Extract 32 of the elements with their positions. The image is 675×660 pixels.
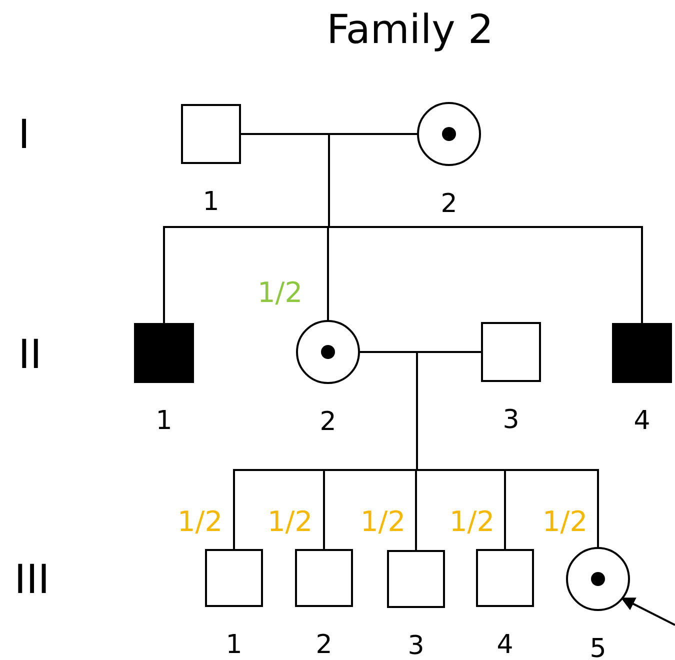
male-symbol: [387, 550, 445, 608]
probability-label: 1/2: [360, 508, 406, 536]
generation-label: I: [18, 115, 30, 155]
individual-number: 1: [156, 408, 172, 434]
individual-number: 2: [316, 632, 332, 658]
individual-number: 4: [634, 408, 650, 434]
individual-number: 4: [496, 632, 514, 658]
male-symbol: [181, 104, 241, 164]
generation-label: II: [18, 335, 42, 375]
individual-number: 2: [440, 191, 458, 217]
individual-number: 3: [502, 407, 520, 433]
individual-number: 1: [226, 632, 242, 658]
individual-number: 2: [320, 409, 336, 435]
affected-male-symbol: [134, 323, 194, 383]
mating-line: [360, 351, 481, 353]
proband-arrow: [620, 597, 675, 626]
individual-number: 5: [590, 636, 606, 660]
male-symbol: [295, 549, 353, 607]
descent-line: [328, 133, 643, 323]
probability-label: 1/2: [267, 508, 313, 536]
male-symbol: [205, 549, 263, 607]
individual-number: 1: [202, 189, 220, 215]
male-symbol: [476, 549, 534, 607]
affected-male-symbol: [612, 323, 672, 383]
probability-label: 1/2: [449, 508, 495, 536]
generation-label: III: [14, 560, 50, 600]
male-symbol: [481, 322, 541, 382]
probability-label: 1/2: [542, 508, 588, 536]
probability-label: 1/2: [257, 279, 303, 307]
individual-number: 3: [408, 633, 424, 659]
probability-label: 1/2: [177, 508, 223, 536]
title: Family 2: [326, 10, 494, 50]
